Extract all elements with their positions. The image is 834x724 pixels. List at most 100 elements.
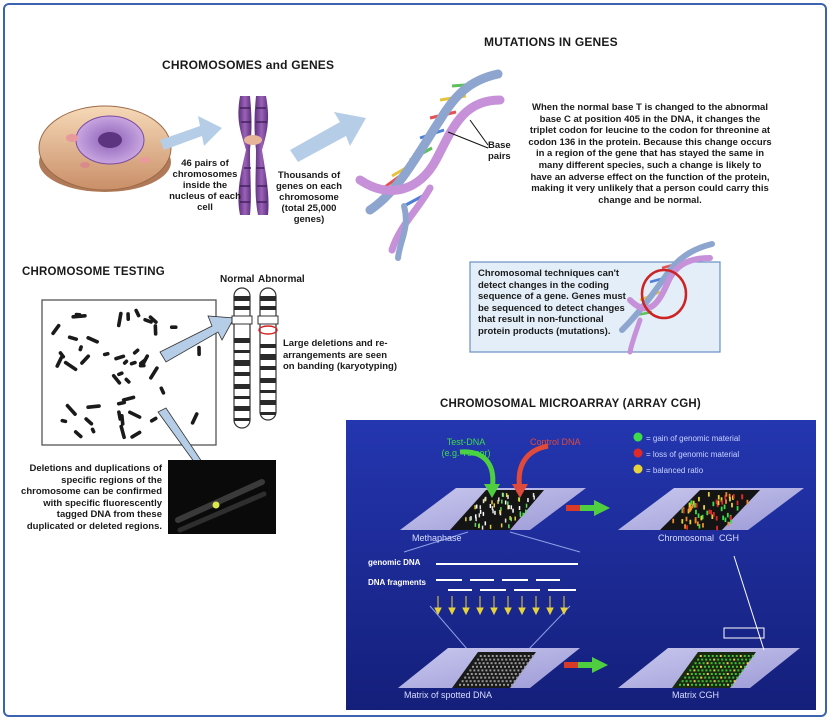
array-spot xyxy=(473,680,476,683)
methaphase-mark xyxy=(484,521,487,526)
legend-loss-label: = loss of genomic material xyxy=(646,450,740,459)
array-spot xyxy=(467,683,470,686)
cgh-mark xyxy=(724,495,727,500)
cgh-mark xyxy=(685,516,688,522)
array-spot xyxy=(511,683,514,686)
methaphase-mark xyxy=(484,496,487,501)
cgh-mark xyxy=(727,521,730,527)
methaphase-mark xyxy=(501,499,503,504)
fish-label: Deletions and duplications of specific r… xyxy=(21,463,162,532)
methaphase-mark xyxy=(478,513,481,518)
array-spot xyxy=(514,673,517,675)
spread-chromosome xyxy=(129,360,137,366)
array-spot xyxy=(722,673,725,675)
cgh-mark xyxy=(730,515,732,520)
array-spot xyxy=(731,665,734,668)
array-spot xyxy=(719,655,722,657)
array-spot xyxy=(731,655,734,657)
legend-balanced-label: = balanced ratio xyxy=(646,466,704,475)
test-dna-example: (e.g. Tumor) xyxy=(441,448,491,458)
cgh-mark xyxy=(681,508,684,514)
array-spot xyxy=(725,680,728,683)
array-spot xyxy=(736,676,739,679)
methaphase-mark xyxy=(484,497,486,502)
cgh-mark xyxy=(706,510,709,516)
cell-illustration xyxy=(38,105,172,192)
array-spot xyxy=(482,673,485,675)
array-spot xyxy=(694,662,697,665)
array-spot xyxy=(481,669,484,672)
spread-chromosome xyxy=(84,417,94,426)
array-spot xyxy=(712,676,715,679)
array-spot xyxy=(698,662,701,665)
array-spot xyxy=(743,655,746,657)
array-spot xyxy=(491,665,494,668)
matrix-cgh-label: Matrix CGH xyxy=(672,690,719,700)
spread-chromosome xyxy=(121,395,136,402)
array-spot xyxy=(693,669,696,672)
array-spot xyxy=(734,662,737,665)
methaphase-mark xyxy=(518,506,521,511)
array-spot xyxy=(686,673,689,675)
normal-label: Normal xyxy=(220,274,255,285)
cgh-mark xyxy=(694,518,697,524)
array-spot xyxy=(684,676,687,679)
array-spot xyxy=(717,669,720,672)
array-spot xyxy=(681,680,684,683)
cgh-mark xyxy=(688,502,691,508)
array-spot xyxy=(480,676,483,679)
array-spot xyxy=(468,676,471,679)
methaphase-mark xyxy=(500,507,502,512)
array-spot xyxy=(489,669,492,672)
array-spot xyxy=(742,662,745,665)
methaphase-label: Methaphase xyxy=(412,533,462,543)
array-spot xyxy=(730,673,733,675)
chromosomal-cgh-label: Chromosomal CGH xyxy=(658,533,740,543)
array-spot xyxy=(726,662,729,665)
spread-chromosome xyxy=(86,404,101,409)
array-spot xyxy=(463,683,466,686)
array-spot xyxy=(501,658,504,661)
array-spot xyxy=(702,662,705,665)
microarray-panel xyxy=(346,420,816,710)
array-spot xyxy=(747,655,750,657)
array-spot xyxy=(474,673,477,675)
array-spot xyxy=(485,680,488,683)
array-spot xyxy=(697,669,700,672)
array-spot xyxy=(729,680,732,683)
spread-chromosome xyxy=(116,311,123,328)
array-spot xyxy=(487,655,490,657)
methaphase-mark xyxy=(533,495,535,500)
array-spot xyxy=(692,676,695,679)
array-spot xyxy=(724,676,727,679)
methaphase-mark xyxy=(482,499,485,504)
methaphase-mark xyxy=(525,509,527,514)
array-spot xyxy=(485,658,488,661)
array-spot xyxy=(737,658,740,661)
methaphase-mark xyxy=(507,494,509,499)
spread-chromosome xyxy=(124,377,131,384)
array-spot xyxy=(743,665,746,668)
cgh-mark xyxy=(722,515,725,521)
array-spot xyxy=(723,665,726,668)
cgh-mark xyxy=(715,499,718,505)
methaphase-mark xyxy=(505,493,508,498)
array-spot xyxy=(476,676,479,679)
cgh-mark xyxy=(686,525,688,530)
down-arrow-head xyxy=(490,607,498,616)
array-spot xyxy=(487,683,490,686)
cgh-mark xyxy=(690,506,692,511)
base-pairs-label: Base pairs xyxy=(488,140,511,162)
spread-chromosome xyxy=(143,317,153,324)
array-spot xyxy=(722,662,725,665)
array-spot xyxy=(697,680,700,683)
down-arrow-head xyxy=(532,607,540,616)
array-spot xyxy=(728,676,731,679)
spread-chromosome xyxy=(130,430,142,439)
array-spot xyxy=(708,676,711,679)
array-spot xyxy=(521,658,524,661)
array-spot xyxy=(487,665,490,668)
array-spot xyxy=(726,673,729,675)
spread-chromosome xyxy=(63,360,78,372)
spread-chromosome xyxy=(120,413,125,426)
